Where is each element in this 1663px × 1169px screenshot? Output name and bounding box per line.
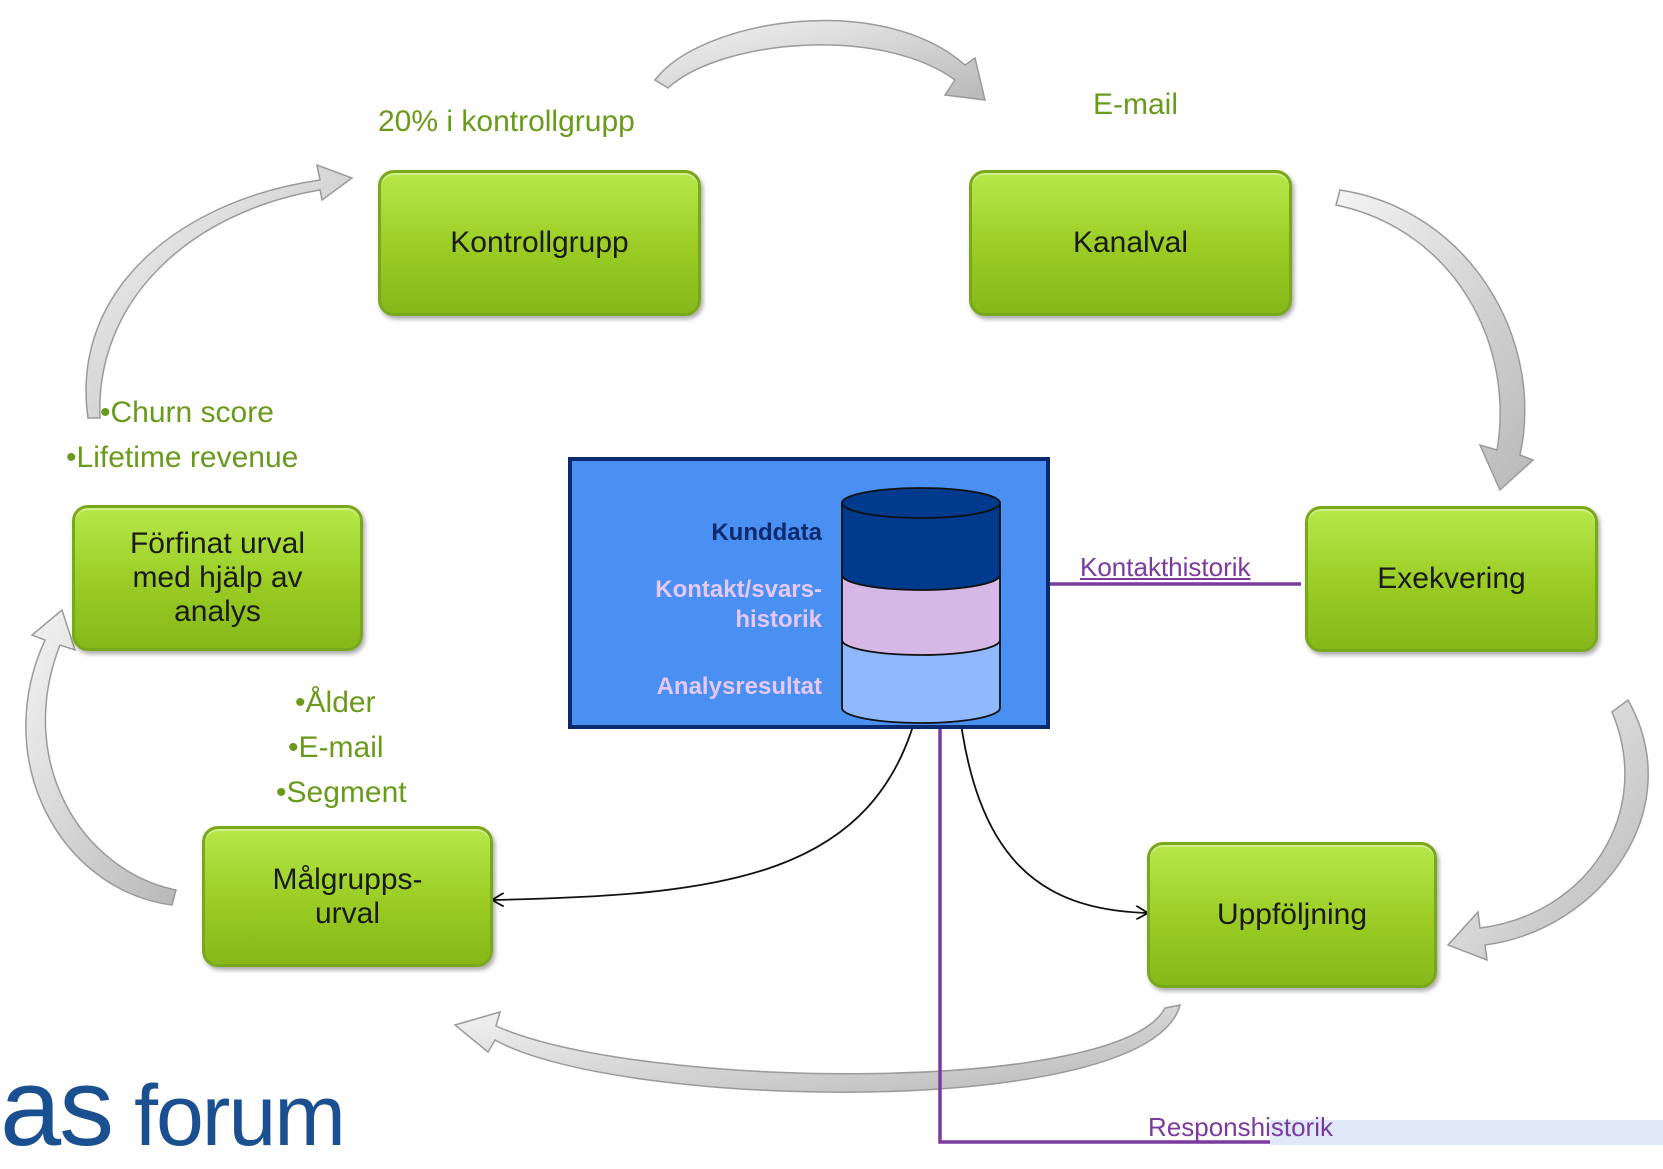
- db-to-uppfoljning-arrow: [957, 699, 1148, 913]
- malgrupp-bullet-email-text: E-mail: [298, 731, 384, 764]
- cycle-arrow-bottom: [453, 1004, 1182, 1093]
- db-layer-analysresultat: [841, 639, 1001, 724]
- analys-bullet-churn-text: Churn score: [110, 396, 274, 429]
- db-label-kunddata: Kunddata: [711, 519, 822, 546]
- node-exekvering[interactable]: Exekvering: [1305, 506, 1598, 652]
- cycle-arrow-left-bottom: [25, 608, 177, 906]
- node-uppfoljning-label: Uppföljning: [1216, 898, 1368, 931]
- diagram-canvas: [25, 19, 1663, 1145]
- analys-bullet-lifetime-text: Lifetime revenue: [76, 441, 299, 474]
- bullet-icon: •: [276, 776, 287, 809]
- db-to-malgrupp-arrow: [492, 699, 921, 900]
- node-forfinat-urval-label: Förfinat urval med hjälp av analys: [129, 527, 306, 628]
- bullet-icon: •: [288, 731, 299, 764]
- db-label-kontakt: Kontakt/svars- historik: [655, 576, 822, 633]
- corner-fade: [1270, 1120, 1663, 1145]
- node-kanalval[interactable]: Kanalval: [969, 170, 1292, 316]
- responshistorik-label: Responshistorik: [1148, 1112, 1333, 1142]
- malgrupp-bullet-segment-text: Segment: [286, 776, 407, 809]
- node-kanalval-label: Kanalval: [1072, 226, 1189, 259]
- node-malgruppsurval-label: Målgrupps- urval: [272, 862, 423, 930]
- cycle-arrow-top: [653, 19, 986, 101]
- kontakthistorik-label: Kontakthistorik: [1080, 552, 1251, 582]
- database-cylinder: [841, 487, 1001, 724]
- malgrupp-bullet-alder-text: Ålder: [305, 686, 376, 719]
- logo-big: as: [0, 1046, 114, 1169]
- db-layer-kontakt: [841, 574, 1001, 656]
- malgrupp-bullet-segment: •Segment: [276, 772, 407, 814]
- cycle-arrow-right-top: [1335, 189, 1535, 492]
- db-label-analysresultat: Analysresultat: [656, 673, 822, 700]
- analys-bullet-churn: •Churn score: [100, 392, 274, 434]
- node-kontrollgrupp[interactable]: Kontrollgrupp: [378, 170, 701, 316]
- logo-small: forum: [112, 1068, 346, 1164]
- db-top-cap: [841, 487, 1001, 519]
- db-layer-kunddata: [841, 502, 1001, 591]
- analys-bullet-lifetime: •Lifetime revenue: [66, 437, 298, 479]
- bullet-icon: •: [100, 396, 111, 429]
- node-malgruppsurval[interactable]: Målgrupps- urval: [202, 826, 493, 967]
- node-kontrollgrupp-label: Kontrollgrupp: [450, 226, 629, 259]
- node-uppfoljning[interactable]: Uppföljning: [1147, 842, 1437, 988]
- bullet-icon: •: [295, 686, 306, 719]
- cycle-arrow-left-top: [85, 163, 354, 419]
- cycle-arrows: [25, 19, 1649, 1093]
- bullet-icon: •: [66, 441, 77, 474]
- cycle-arrow-right-bottom: [1446, 698, 1649, 962]
- malgrupp-bullet-email: •E-mail: [288, 727, 384, 769]
- malgrupp-bullet-alder: •Ålder: [295, 682, 376, 724]
- node-forfinat-urval[interactable]: Förfinat urval med hjälp av analys: [72, 505, 363, 651]
- kanal-note: E-mail: [1093, 88, 1179, 121]
- kontrollgrupp-note: 20% i kontrollgrupp: [378, 105, 635, 138]
- node-exekvering-label: Exekvering: [1377, 562, 1526, 595]
